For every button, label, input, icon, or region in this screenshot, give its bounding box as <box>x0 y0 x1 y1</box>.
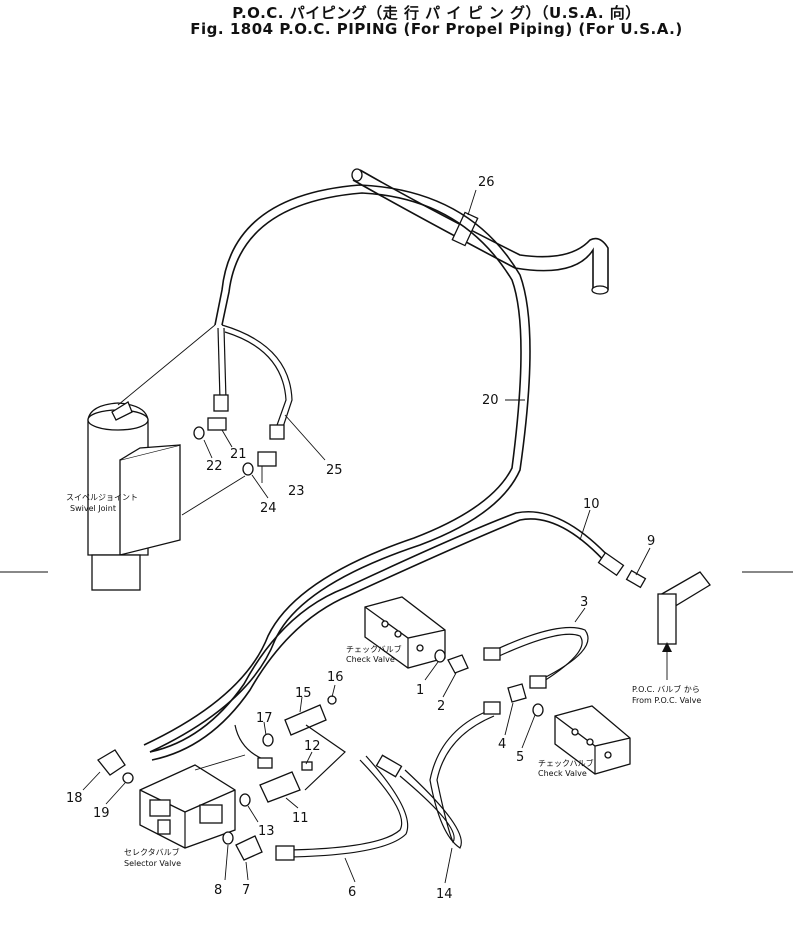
elbow-18 <box>97 749 134 784</box>
label-9: 9 <box>647 534 655 549</box>
label-15: 15 <box>295 686 312 701</box>
fitting-11 <box>259 771 301 803</box>
oring-17 <box>262 733 274 747</box>
caption-swivel-joint-en: Swivel Joint <box>70 504 116 513</box>
figure-title-japanese: P.O.C. パイピング（走 行 パ イ ピ ン グ）（U.S.A. 向） <box>232 4 641 22</box>
figure-title-english: Fig. 1804 P.O.C. PIPING (For Propel Pipi… <box>190 20 683 38</box>
label-20: 20 <box>482 393 499 408</box>
swivel-joint <box>87 324 216 591</box>
label-4: 4 <box>498 737 506 752</box>
label-3: 3 <box>580 595 588 610</box>
label-21: 21 <box>230 447 247 462</box>
caption-poc-valve-en: From P.O.C. Valve <box>632 696 701 705</box>
fitting-7 <box>222 831 263 861</box>
label-1: 1 <box>416 683 424 698</box>
pipe-20 <box>143 184 531 753</box>
hoses-21-25 <box>181 324 293 516</box>
oring-13 <box>239 793 251 807</box>
oring-24 <box>242 462 254 476</box>
fitting-12 <box>301 761 313 771</box>
oring-1 <box>434 649 446 663</box>
caption-selector-valve-en: Selector Valve <box>124 859 181 868</box>
label-10: 10 <box>583 497 600 512</box>
label-26: 26 <box>478 175 495 190</box>
label-18: 18 <box>66 791 83 806</box>
label-14: 14 <box>436 887 453 902</box>
label-17: 17 <box>256 711 273 726</box>
hose-3 <box>434 626 589 689</box>
check-valve-lower <box>554 705 631 775</box>
check-valve-upper <box>364 596 446 669</box>
elbow-2 <box>447 654 469 674</box>
leader-lines <box>82 189 651 884</box>
caption-check-valve-lower-en: Check Valve <box>538 769 587 778</box>
label-11: 11 <box>292 811 309 826</box>
label-13: 13 <box>258 824 275 839</box>
caption-check-valve-upper-en: Check Valve <box>346 655 395 664</box>
caption-poc-valve-jp: P.O.C. バルブ から <box>632 684 700 694</box>
label-23: 23 <box>288 484 305 499</box>
caption-selector-valve-jp: セレクタバルブ <box>124 847 180 857</box>
hose-6 <box>275 755 409 861</box>
caption-check-valve-lower-jp: チェックバルブ <box>538 758 594 768</box>
caption-check-valve-upper-jp: チェックバルブ <box>346 644 402 654</box>
label-8: 8 <box>214 883 222 898</box>
hose-14 <box>375 683 544 849</box>
oring-19 <box>122 772 134 784</box>
label-16: 16 <box>327 670 344 685</box>
label-12: 12 <box>304 739 321 754</box>
label-6: 6 <box>348 885 356 900</box>
label-5: 5 <box>516 750 524 765</box>
oring-22 <box>193 426 205 440</box>
label-24: 24 <box>260 501 277 516</box>
fitting-10 <box>597 551 625 577</box>
label-22: 22 <box>206 459 223 474</box>
fitting-16 <box>327 695 337 705</box>
poc-valve-connection <box>625 569 711 680</box>
caption-swivel-joint-jp: スイベルジョイント <box>66 493 138 502</box>
oring-5 <box>532 703 544 717</box>
fitting-15 <box>284 704 327 736</box>
oring-8 <box>222 831 234 845</box>
clamp-26 <box>451 211 479 247</box>
label-7: 7 <box>242 883 250 898</box>
label-25: 25 <box>326 463 343 478</box>
pipe-10 <box>149 511 625 761</box>
fittings-11-17 <box>234 695 346 807</box>
selector-valve <box>139 754 246 849</box>
label-19: 19 <box>93 806 110 821</box>
label-2: 2 <box>437 699 445 714</box>
tee-4 <box>507 683 527 703</box>
